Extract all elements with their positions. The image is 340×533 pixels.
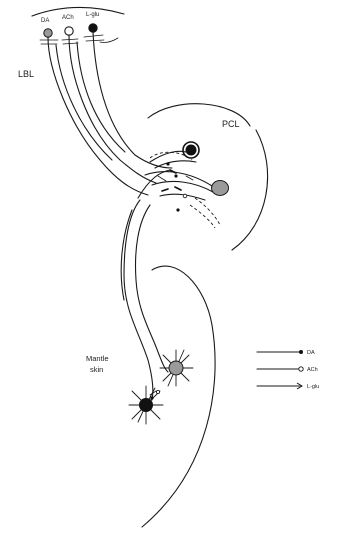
legend-item-ach: ACh	[257, 367, 318, 373]
svg-text:ACh: ACh	[307, 367, 318, 373]
legend-item-lglu: L-glu	[257, 383, 319, 390]
da-neuron-label: DA	[41, 18, 49, 24]
mantle-label-line2: skin	[90, 365, 103, 374]
pcl-gray-soma	[212, 181, 229, 196]
ach-neuron-label: ACh	[62, 15, 74, 21]
mantle-label-line1: Mantle	[86, 354, 109, 363]
pcl-boundary-outer	[232, 130, 268, 250]
lglu-neuron-soma	[89, 24, 97, 32]
legend-item-da: DA	[257, 350, 315, 356]
lglu-neuron-label: L-glu	[86, 12, 99, 18]
ach-neuron-soma	[65, 27, 73, 35]
legend-filled-dot-icon	[299, 350, 303, 354]
axon-tracts	[48, 32, 172, 195]
legend-open-circle-icon	[299, 367, 303, 371]
svg-text:L-glu: L-glu	[307, 384, 319, 390]
svg-text:DA: DA	[307, 350, 315, 356]
pcl-neuropil	[138, 151, 220, 228]
lbl-region-label: LBL	[18, 69, 34, 79]
top-synapse-ticks	[40, 35, 118, 44]
mantle-nerve	[121, 200, 168, 400]
pcl-region-label: PCL	[222, 119, 240, 129]
pcl-lglu-soma	[186, 145, 197, 156]
peripheral-gray-neuron	[160, 350, 193, 386]
da-neuron-soma	[44, 29, 52, 37]
legend: DA ACh L-glu	[257, 350, 319, 390]
ganglion-boundary-top	[32, 7, 124, 16]
